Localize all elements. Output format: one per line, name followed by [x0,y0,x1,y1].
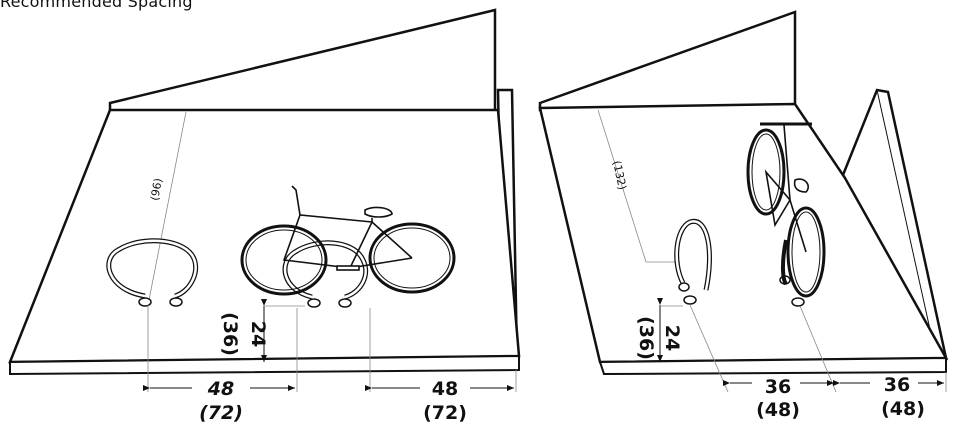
right-rack-standalone [674,218,712,305]
left-rack-standalone [106,238,199,307]
right-spacing-b-alt: (48) [881,398,925,420]
left-spacing-a-main: 48 [207,378,234,400]
left-spacing-a-alt: (72) [199,402,243,424]
left-bicycle-icon [240,185,456,296]
right-panel: (132) [538,10,949,421]
left-back-wall [108,8,497,114]
left-clearance-main: 24 [247,321,269,347]
left-spacing-b-alt: (72) [423,402,467,424]
right-back-wall [538,10,797,112]
right-floor-edge [598,356,947,376]
left-spacing-b-main: 48 [432,378,458,400]
right-clearance-alt: (36) [635,316,657,360]
right-spacing-a-main: 36 [765,376,791,398]
right-clearance-main: 24 [661,325,683,351]
left-depth-label: (96) [148,177,165,202]
right-spacing-a-alt: (48) [756,399,800,421]
left-panel: (96) [8,8,521,424]
diagram-title: Recommended Spacing [0,0,193,11]
right-bicycle-icon [746,122,826,307]
left-clearance-alt: (36) [219,312,241,356]
right-depth-label: (132) [610,159,629,191]
left-rack-with-bike [282,240,369,308]
left-floor-edge [9,354,520,376]
right-floor [538,102,949,364]
right-spacing-b-main: 36 [884,374,910,396]
